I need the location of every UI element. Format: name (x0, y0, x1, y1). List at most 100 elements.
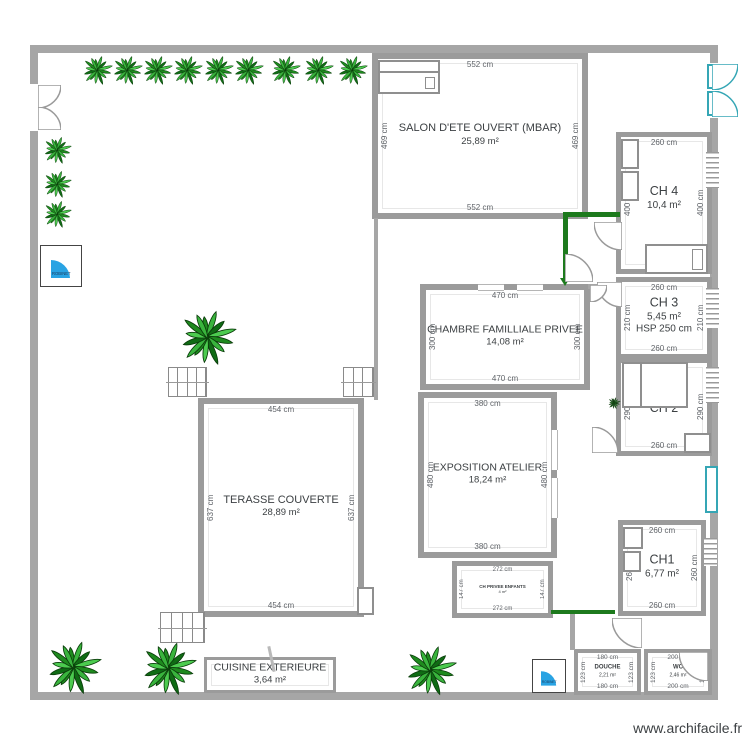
room-area: 3,64 m² (253, 674, 287, 686)
plant-icon[interactable] (401, 641, 459, 699)
plant-icon[interactable] (268, 53, 302, 87)
selected-wall[interactable] (563, 212, 568, 280)
plant-icon[interactable] (137, 637, 199, 699)
dim-bottom-chambre: 470 cm (491, 374, 519, 383)
svg-text:ROBINET: ROBINET (542, 680, 557, 684)
dim-top-chambre: 470 cm (491, 291, 519, 300)
room-name: CH 4 (649, 183, 679, 198)
dim-bottom-douche: 180 cm (596, 683, 619, 690)
wardrobe[interactable] (621, 139, 639, 169)
bed[interactable] (645, 244, 708, 274)
door[interactable] (611, 617, 643, 649)
window-shutter-icon[interactable] (706, 367, 719, 403)
wall-segment[interactable] (374, 218, 378, 400)
room-area: 18,24 m² (468, 474, 507, 486)
dim-bottom-terasse: 454 cm (267, 601, 295, 610)
stairs-arrow (341, 382, 376, 383)
plant-icon[interactable] (335, 53, 369, 87)
dim-top-ch1: 260 cm (648, 526, 676, 535)
wardrobe[interactable] (623, 551, 641, 572)
wall-segment[interactable] (570, 614, 575, 650)
sofa-back (380, 62, 438, 73)
selected-wall[interactable] (563, 212, 620, 217)
window-shutter-icon[interactable] (704, 538, 717, 566)
plant-icon[interactable] (80, 53, 114, 87)
wardrobe[interactable] (621, 171, 639, 201)
stairs-icon[interactable] (166, 367, 209, 397)
window-gap (478, 284, 504, 291)
sofa[interactable] (378, 60, 440, 94)
door[interactable] (678, 651, 709, 682)
plant-icon[interactable] (42, 636, 104, 698)
stairs-arrow (158, 627, 207, 629)
door[interactable] (711, 63, 739, 91)
dim-bottom-salon: 552 cm (466, 203, 494, 212)
plant-icon[interactable] (231, 53, 265, 87)
stairs-icon[interactable] (158, 612, 207, 643)
window-shutter-icon[interactable] (706, 288, 719, 328)
door[interactable] (37, 106, 62, 131)
door[interactable] (564, 253, 594, 283)
dim-top-terasse: 454 cm (267, 405, 295, 414)
stairs-icon[interactable] (341, 367, 376, 397)
plant-icon[interactable] (110, 53, 144, 87)
plant-icon[interactable] (41, 134, 73, 166)
room-area: 4 m² (498, 589, 507, 595)
dim-top-exposition: 380 cm (474, 399, 501, 408)
room-name: WC (673, 664, 683, 671)
room-name: TERASSE COUVERTE (223, 493, 339, 506)
dim-top-wc: 200 cm (667, 654, 689, 661)
door[interactable] (591, 426, 619, 454)
wardrobe[interactable] (684, 433, 711, 453)
selected-wall[interactable] (551, 610, 615, 614)
room-name: SALON D'ETE OUVERT (MBAR) (398, 121, 562, 134)
robinet-icon[interactable]: ROBINET (40, 245, 82, 287)
dim-bottom-ch1: 260 cm (648, 601, 676, 610)
room-area: 25,89 m² (461, 135, 499, 147)
door[interactable] (711, 90, 739, 118)
plant-icon[interactable] (201, 53, 235, 87)
door[interactable] (593, 221, 623, 251)
plant-icon[interactable] (175, 305, 239, 369)
wardrobe[interactable] (623, 527, 643, 549)
window-teal[interactable] (705, 466, 718, 513)
plant-icon[interactable] (170, 53, 204, 87)
door[interactable] (37, 84, 62, 109)
window-shutter-icon[interactable] (706, 152, 719, 188)
bed[interactable] (622, 362, 688, 408)
room-name: CUISINE EXTERIEURE (213, 661, 327, 674)
plant-icon[interactable] (41, 168, 73, 200)
dim-top-enfants: 272 cm (492, 567, 513, 573)
wardrobe[interactable] (357, 587, 374, 615)
plant-icon[interactable] (140, 53, 174, 87)
robinet-icon[interactable]: ROBINET (532, 659, 566, 693)
room-area: 2,21 m² (599, 671, 616, 678)
plant-icon[interactable] (301, 53, 335, 87)
svg-text:ROBINET: ROBINET (52, 271, 71, 276)
door[interactable] (589, 284, 608, 303)
room-label-salon: SALON D'ETE OUVERT (MBAR)25,89 m² (378, 122, 582, 148)
window-gap (551, 478, 558, 518)
stairs-arrow (166, 382, 209, 383)
room-name: CH 3 (649, 295, 679, 310)
bed-pillow (692, 249, 703, 270)
plant-icon[interactable] (607, 396, 621, 410)
room-area: 10,4 m² (647, 199, 681, 211)
room-name: EXPOSITION ATELIER (432, 461, 543, 474)
watermark: www.archifacile.fr (633, 720, 742, 736)
dim-bottom-enfants: 272 cm (492, 606, 513, 612)
window-gap (551, 430, 558, 470)
plant-icon[interactable] (41, 198, 73, 230)
room-ceiling-height: HSP 250 cm (636, 323, 692, 335)
